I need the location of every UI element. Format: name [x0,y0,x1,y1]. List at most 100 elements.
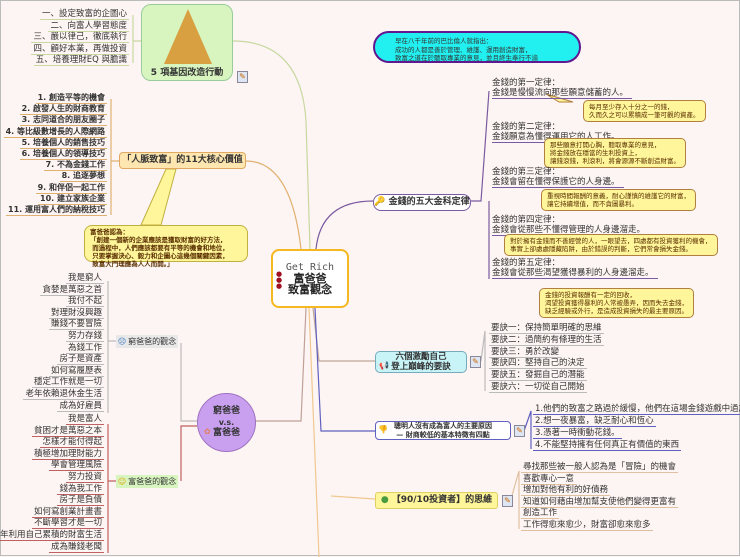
smart-line2: — 財商較低的基本特徵有四點 [396,430,490,439]
six-tip-item[interactable]: 要訣六：一切從自己開始 [489,382,587,393]
money-law-note: 那些願意打開心胸，聽取專業的意見， 將金錢放在穩當的生利投資上， 讓錢滾錢，利滾… [544,138,686,168]
ninety-ten-title: 【90/10投資者】的思維 [391,495,493,505]
rich-dad-item[interactable]: 怎樣才能付得起 [40,437,104,449]
pyramid-item[interactable]: 二、向富人學習態度 [48,20,129,32]
six-tip-item[interactable]: 要訣四：堅持自己的決定 [489,358,587,370]
rich-dad-item[interactable]: 房子是負債 [57,495,104,507]
rich-dad-item[interactable]: 成為賺錢老闆 [48,541,104,553]
money-law-note: 對於擁有金錢而不善經營的人，一眼望去，四處都有投資獲利的機會， 事實上卻處處隱藏… [504,234,718,256]
ninety-ten-node[interactable]: ● 【90/10投資者】的思維 [375,492,498,509]
rich-dad-item[interactable]: 積極增加理財能力 [31,448,104,460]
network-value-item[interactable]: 4. 等比級數增長的人際網路 [3,126,107,138]
money-law-item[interactable]: 金錢的第五定律： 金錢會從那些渴望獲得暴利的人身邊溜走。 [492,258,658,279]
flower-icon: ✿ [204,427,211,436]
poor-dad-item[interactable]: 賺錢不要冒險 [48,319,104,331]
money-law-note: 金錢的投資報酬有一定的回收， 渴望投資獲得暴利的人常被愚弄，因而失去金錢， 缺乏… [539,288,694,318]
poor-dad-item[interactable]: 努力存錢 [65,331,104,342]
money-law-note: 每月至少存入十分之一的錢， 久而久之可以累積成一筆可觀的資產。 [583,100,706,122]
vs-line1: 窮爸爸 [212,406,240,416]
laws-node[interactable]: 🔑 金錢的五大金科定律 [373,194,471,211]
rich-dad-item[interactable]: 不斷學習才是一切 [31,518,104,530]
note-icon[interactable]: ✎ [237,71,248,83]
ninety-ten-item[interactable]: 創造工作 [521,508,560,520]
globe-icon: ● [380,495,389,505]
ninety-ten-item[interactable]: 尋找那些被一般人認為是「冒險」的機會 [521,462,679,473]
rich-dad-item[interactable]: 錢為我工作 [57,483,104,495]
network-value-item[interactable]: 2. 啟發人生的財商教育 [19,104,107,116]
pyramid-item[interactable]: 五、培養理財EQ 與膽識 [33,55,129,66]
center-title-2: 致富觀念 [288,283,332,296]
poor-dad-item[interactable]: 我付不起 [65,296,104,308]
poor-dad-item[interactable]: 成為好雇員 [57,400,104,412]
six-tip-item[interactable]: 要訣三：勇於改變 [489,346,562,358]
six-tip-item[interactable]: 要訣一：保持簡單明確的思維 [489,323,604,334]
six-tips-line1: 六個激勵自己 [395,352,447,362]
money-law-item[interactable]: 金錢的第一定律： 金錢是慢慢流向那些願意儲蓄的人。 [492,78,633,99]
network-value-item[interactable]: 3. 志同道合的朋友圈子 [19,115,107,127]
ninety-ten-item[interactable]: 工作得愈來愈少，財富卻愈來愈多 [521,520,653,531]
poor-dad-node[interactable]: ☹ 窮爸爸的觀念 [116,335,178,348]
smart-reason-item[interactable]: 1.他們的致富之路過於緩慢，他們在這場金錢遊戲中過於謹慎 [533,404,740,415]
note-icon[interactable]: ✎ [502,495,513,507]
poor-vs-rich-node[interactable]: 窮爸爸 v.s. 富爸爸 ✿ [197,393,256,452]
network-value-item[interactable]: 5. 培養個人的銷售技巧 [19,137,107,149]
pyramid-item[interactable]: 四、顧好本業，再做投資 [31,43,129,55]
rich-dad-item[interactable]: 貧困才是萬惡之本 [31,425,104,437]
network-value-item[interactable]: 1. 創造平等的機會 [35,93,107,104]
pyramid-item[interactable]: 三、嚴以律己，徹底執行 [31,32,129,43]
key-icon: 🔑 [374,197,386,207]
poor-dad-item[interactable]: 老年依賴退休金生活 [23,389,104,400]
pyramid-item[interactable]: 一、設定致富的企圖心 [39,9,129,20]
poor-dad-item[interactable]: 穩定工作就是一切 [31,377,104,389]
center-title-1: 富爸爸 [293,272,327,285]
money-law-item[interactable]: 金錢的第四定律： 金錢會從那些不懂得管理的人身邊溜走。 [492,215,650,236]
poor-dad-title: 窮爸爸的觀念 [128,337,177,346]
money-law-item[interactable]: 金錢的第三定律： 金錢會留在懂得保護它的人身邊。 [492,167,624,188]
ninety-ten-item[interactable]: 喜歡專心一意 [521,473,577,485]
smart-reason-item[interactable]: 4.不能堅持擁有任何真正有價值的東西 [533,440,682,451]
network-value-item[interactable]: 7. 不為金錢工作 [43,160,107,172]
quote-callout: 富爸爸認為： 「創建一個新的企業應該是獲取財富的好方法， 而過程中，人們應該都要… [84,225,248,268]
network-title: 「人脈致富」的11大核心價值 [122,155,243,165]
center-node[interactable]: Get Rich 富爸爸 致富觀念 ●●● [271,249,349,308]
smart-reason-item[interactable]: 2.想一夜暴富，缺乏耐心和恆心 [533,416,656,427]
rich-dad-node[interactable]: ☺ 富爸爸的觀念 [116,475,178,488]
smile-face-icon: ☺ [117,477,127,486]
six-tip-item[interactable]: 要訣五：發掘自己的潛能 [489,370,587,382]
poor-dad-item[interactable]: 為錢工作 [65,342,104,354]
rich-dad-item[interactable]: 老年利用自己累積的財富生活 [0,530,104,541]
ninety-ten-item[interactable]: 知道如何藉由增加幫支使他們變得更富有 [521,496,679,508]
thumbs-down-icon: 👎 [378,425,388,434]
poor-dad-item[interactable]: 房子是資產 [57,354,104,366]
note-icon[interactable]: ✎ [470,356,481,368]
rich-dad-item[interactable]: 我是富人 [65,414,104,425]
ninety-ten-item[interactable]: 增加對他有利的好債務 [521,485,611,497]
rich-dad-item[interactable]: 如何寫創業計畫書 [31,506,104,518]
smart-node[interactable]: 聰明人沒有成為富人的主要原因 — 財商較低的基本特徵有四點 👎 [375,421,511,440]
smart-reason-item[interactable]: 3.憑著一時衝動花錢。 [533,428,622,439]
poor-dad-item[interactable]: 我是窮人 [65,273,104,284]
network-value-item[interactable]: 6. 培養個人的領導技巧 [19,149,107,160]
pyramid-node[interactable]: 5 項基因改造行動 [141,4,233,81]
rich-dad-title: 富爸爸的觀念 [128,477,177,486]
network-value-item[interactable]: 11. 運用富人們的納稅技巧 [6,205,107,216]
rich-dad-item[interactable]: 學會管理風險 [48,460,104,472]
center-title-en: Get Rich [285,262,335,273]
poor-dad-item[interactable]: 如何寫履歷表 [48,365,104,377]
rich-dad-item[interactable]: 努力投資 [65,472,104,483]
network-value-item[interactable]: 9. 和伴侶一起工作 [35,182,107,194]
smart-line1: 聰明人沒有成為富人的主要原因 [394,422,492,430]
six-tips-node[interactable]: 六個激勵自己 登上巔峰的要訣 📢 [375,351,467,373]
poor-dad-item[interactable]: 貪婪是萬惡之首 [40,284,104,296]
pyramid-image [164,9,212,64]
six-tip-item[interactable]: 要訣二：過簡約有條理的生活 [489,334,604,346]
babylon-bubble: 早在八千年前的巴比倫人就指出： 成功的人都是善於管理、維護、運用創造財富， 致富… [373,31,581,63]
poor-dad-item[interactable]: 對理財沒興趣 [48,307,104,319]
network-value-item[interactable]: 10. 建立家族企業 [38,193,107,205]
network-node[interactable]: 「人脈致富」的11大核心價值 [119,152,246,169]
vs-line3: 富爸爸 [212,428,240,438]
bullet-icon: ●●● [276,270,283,290]
pyramid-title: 5 項基因改造行動 [150,68,224,78]
network-value-item[interactable]: 8. 追逐夢想 [59,171,107,183]
note-icon[interactable]: ✎ [514,425,525,437]
